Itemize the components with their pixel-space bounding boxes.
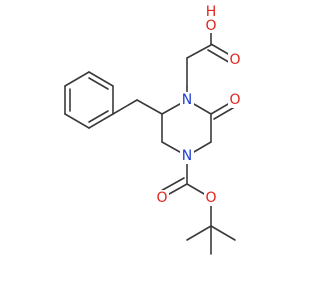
bond-ph-5 bbox=[64, 113, 90, 129]
atom-carboxyl-oh: O bbox=[205, 18, 216, 34]
bond-ph-2 bbox=[88, 71, 114, 87]
bond-layer bbox=[64, 21, 239, 255]
atom-ring-n1: N bbox=[182, 92, 192, 108]
atom-carboxyl-o: O bbox=[229, 52, 240, 68]
bond-ph-inner-c bbox=[88, 110, 109, 123]
atom-carboxyl-h: H bbox=[206, 4, 217, 20]
atom-boc-carbonyl-o: O bbox=[156, 190, 167, 206]
atom-label-layer: H O O N O N O O bbox=[155, 4, 242, 206]
bond-ctert-me2 bbox=[210, 225, 236, 241]
atom-boc-ester-o: O bbox=[205, 190, 216, 206]
bond-ph-inner-a bbox=[88, 77, 109, 90]
bond-ctert-me1 bbox=[186, 225, 212, 241]
bond-ch2-ph bbox=[112, 99, 138, 115]
bond-c-oh bbox=[186, 44, 212, 59]
bond-ph-6 bbox=[88, 113, 114, 129]
molecule-structure-diagram: H O O N O N O O bbox=[64, 4, 242, 255]
bond-ph-3 bbox=[64, 71, 90, 87]
atom-ring-n4: N bbox=[182, 148, 192, 164]
atom-lactam-o: O bbox=[229, 92, 240, 108]
bond-cboc-o-double-b bbox=[158, 177, 185, 193]
bond-c6-ch2 bbox=[136, 99, 163, 115]
